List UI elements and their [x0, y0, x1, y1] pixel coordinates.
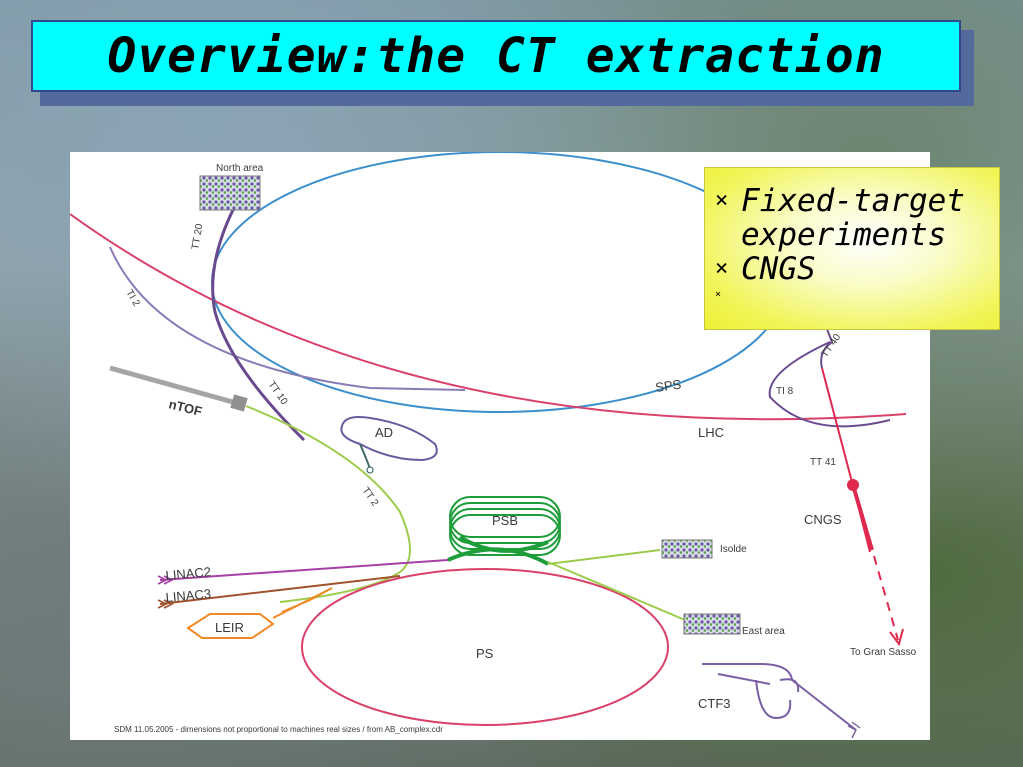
isolde-line	[547, 549, 661, 565]
label-isolde: Isolde	[720, 544, 747, 555]
leir-ring	[186, 613, 275, 639]
diagram-canvas: North area TT 20 TI 2 nTOF TT 10 AD TT 2…	[70, 152, 917, 739]
label-leir: LEIR	[215, 620, 244, 635]
ps-ring	[301, 568, 669, 726]
tt10-transfer	[245, 405, 411, 603]
ti2-line	[109, 246, 466, 391]
linac3-line	[159, 575, 401, 605]
label-ti8: TI 8	[776, 386, 794, 397]
label-linac3: LINAC3	[165, 586, 212, 605]
label-north-area: North area	[216, 163, 264, 174]
east-area-line	[547, 561, 686, 621]
bullet-marker: ×	[715, 256, 729, 281]
isolde-block	[661, 539, 713, 559]
psb-rings	[449, 496, 561, 556]
label-ps: PS	[476, 646, 494, 661]
ad-target	[366, 466, 374, 474]
gran-sasso-arrow	[889, 628, 904, 647]
label-linac2: LINAC2	[165, 564, 212, 583]
label-tt20: TT 20	[190, 223, 205, 251]
label-tt41: TT 41	[810, 457, 836, 468]
ad-ring	[340, 416, 438, 462]
north-area-block	[199, 175, 261, 211]
label-tt2: TT 2	[360, 485, 381, 508]
bullet-item: × CNGS	[715, 252, 991, 286]
tt20-line	[211, 199, 306, 442]
label-to-gran-sasso: To Gran Sasso	[850, 647, 917, 658]
title-box: Overview:the CT extraction	[31, 20, 961, 92]
label-psb: PSB	[492, 513, 518, 528]
label-ad: AD	[375, 425, 393, 440]
label-ctf3: CTF3	[698, 696, 731, 711]
label-east-area: East area	[742, 626, 785, 637]
bullet-marker: ×	[715, 289, 722, 300]
label-ntof: nTOF	[167, 396, 203, 419]
bullet-item: ×	[715, 288, 991, 302]
diagram-footer: SDM 11.05.2005 - dimensions not proporti…	[114, 725, 443, 734]
ctf3-complex	[702, 663, 857, 731]
ntof-target	[230, 394, 248, 412]
bullet-text: Fixed-target experiments	[741, 183, 965, 253]
psb-extraction	[458, 535, 549, 553]
label-sps: SPS	[654, 376, 682, 395]
linac2-line	[159, 559, 449, 581]
linac3-arrow	[157, 599, 174, 609]
lhc-ring	[70, 213, 907, 421]
tt40-line	[820, 323, 834, 369]
cngs-decay-tunnel	[851, 484, 874, 551]
leir-transfer	[272, 587, 333, 619]
sps-ring	[211, 152, 787, 413]
bullet-box: × Fixed-target experiments × CNGS ×	[704, 167, 1000, 330]
bullet-item: × Fixed-target experiments	[715, 184, 991, 252]
east-area-block	[683, 613, 741, 635]
gran-sasso-direction	[873, 555, 899, 641]
bullet-text: CNGS	[741, 251, 816, 287]
linac2-arrow	[157, 575, 174, 585]
ti8-line	[768, 341, 891, 428]
ntof-line	[109, 365, 241, 407]
ctf3-end	[847, 721, 861, 739]
bullet-marker: ×	[715, 188, 729, 213]
label-cngs: CNGS	[804, 512, 842, 527]
label-lhc: LHC	[698, 425, 724, 440]
slide-title: Overview:the CT extraction	[107, 28, 885, 84]
